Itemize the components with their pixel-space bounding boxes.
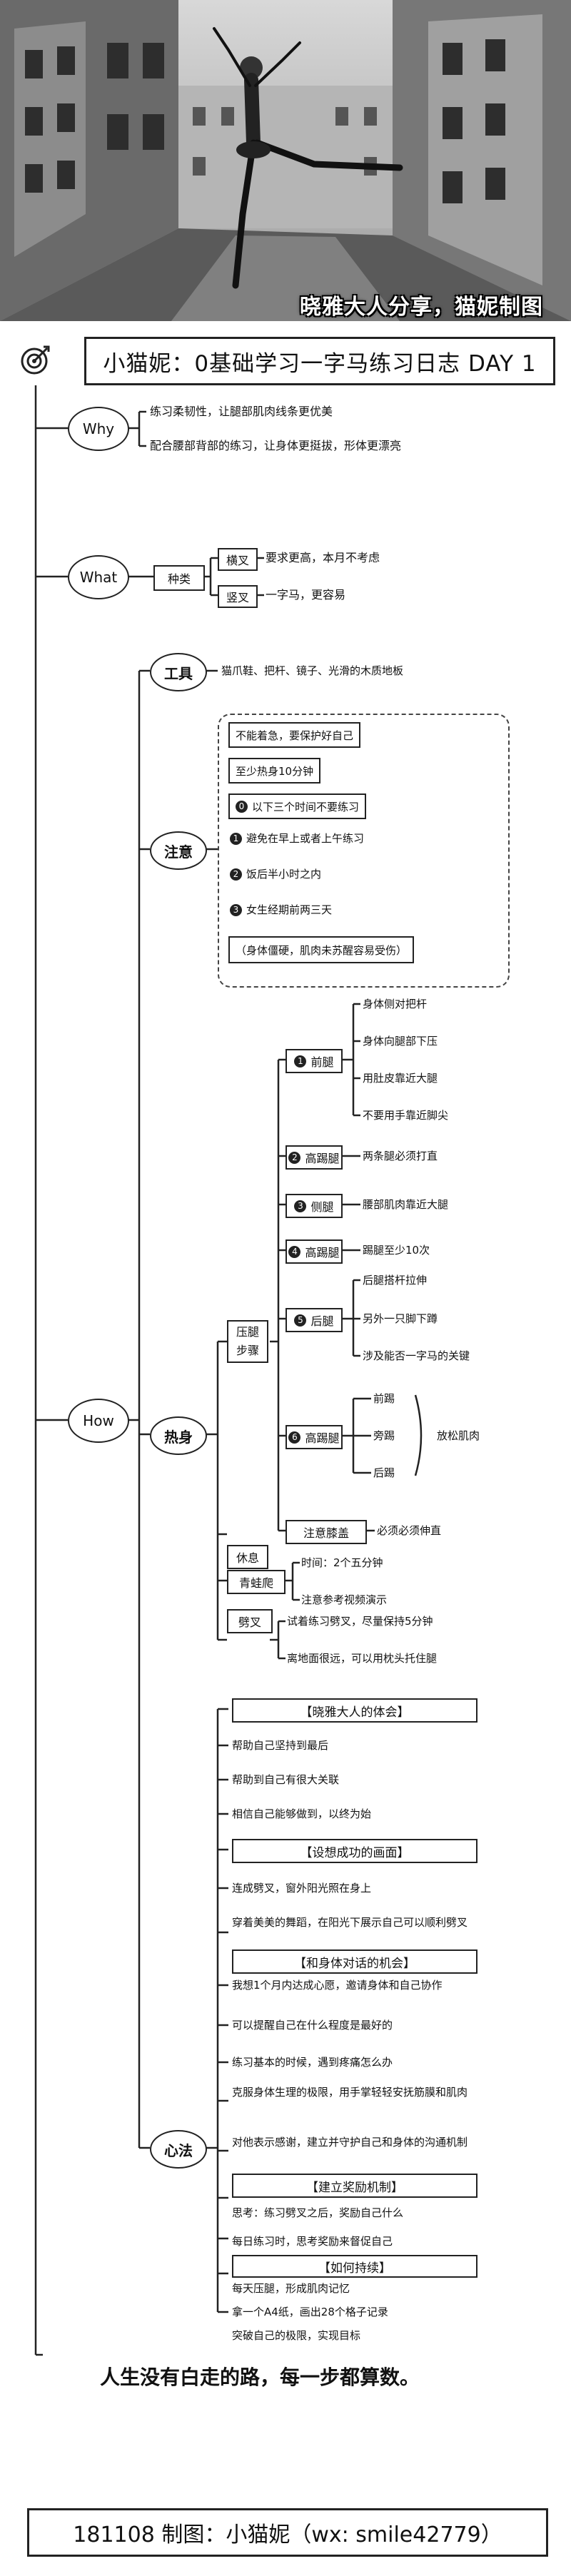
node-mind: 心法 — [150, 2130, 207, 2169]
step-5-detail-1: 后腿搭杆拉伸 — [363, 1274, 428, 1287]
step-5-detail-2: 另外一只脚下蹲 — [363, 1312, 438, 1325]
closing-quote: 人生没有白走的路，每一步都算数。 — [100, 2365, 420, 2389]
mind-3-item-1: 我想1个月内达成心愿，邀请身体和自己协作 — [232, 1979, 443, 1992]
node-why: Why — [68, 407, 129, 451]
step-1-detail-2: 身体向腿部下压 — [363, 1035, 438, 1048]
tools-text: 猫爪鞋、把杆、镜子、光滑的木质地板 — [221, 664, 404, 677]
node-rest: 休息 — [227, 1545, 268, 1569]
page-title: 小猫妮：0基础学习一字马练习日志 DAY 1 — [84, 337, 555, 385]
split-item-1: 试着练习劈叉，尽量保持5分钟 — [287, 1615, 433, 1628]
step-6-note: 放松肌肉 — [437, 1429, 480, 1442]
note-reason: （身体僵硬，肌肉未苏醒容易受伤） — [228, 936, 415, 963]
warn-num: 0 — [236, 800, 248, 813]
banner-caption: 晓雅大人分享，猫妮制图 — [300, 295, 543, 320]
mind-5-item-3: 突破自己的极限，实现目标 — [232, 2329, 361, 2342]
mind-5-item-2: 拿一个A4纸，画出28个格子记录 — [232, 2306, 388, 2318]
knee-note: 注意膝盖 — [286, 1520, 367, 1544]
mind-heading-2: 【设想成功的画面】 — [232, 1839, 477, 1863]
step-4-detail: 踢腿至少10次 — [363, 1244, 430, 1257]
why-line-1: 练习柔韧性，让腿部肌肉线条更优美 — [150, 405, 333, 418]
note-warmup: 至少热身10分钟 — [228, 758, 321, 784]
mind-heading-4: 【建立奖励机制】 — [232, 2174, 477, 2198]
mind-5-item-1: 每天压腿，形成肌肉记忆 — [232, 2282, 350, 2295]
node-what: What — [68, 555, 129, 599]
note-warn: 0 以下三个时间不要练习 — [228, 793, 367, 819]
node-press-steps: 压腿步骤 — [227, 1320, 268, 1363]
kind-horizontal-desc: 要求更高，本月不考虑 — [266, 551, 380, 564]
mind-1-item-2: 帮助到自己有很大关联 — [232, 1773, 340, 1786]
mind-3-item-5: 对他表示感谢，建立并守护自己和身体的沟通机制 — [232, 2136, 468, 2149]
node-split: 劈叉 — [227, 1609, 273, 1633]
step-6-detail-1: 前踢 — [373, 1392, 395, 1405]
mind-3-item-3: 练习基本的时候，遇到疼痛怎么办 — [232, 2056, 393, 2069]
notes-group — [218, 714, 510, 988]
node-tools: 工具 — [150, 653, 207, 691]
kind-horizontal: 横叉 — [218, 548, 258, 571]
footer-credit: 181108 制图：小猫妮（wx: smile42779） — [27, 2508, 548, 2557]
step-2-detail: 两条腿必须打直 — [363, 1150, 438, 1162]
mind-4-item-2: 每日练习时，思考奖励来督促自己 — [232, 2235, 393, 2248]
step-6-detail-3: 后踢 — [373, 1466, 395, 1479]
kind-vertical-desc: 一字马，更容易 — [266, 588, 346, 602]
why-line-2: 配合腰部背部的练习，让身体更挺拔，形体更漂亮 — [150, 439, 402, 452]
note-warn-text: 以下三个时间不要练习 — [252, 800, 360, 813]
node-kinds: 种类 — [153, 565, 205, 591]
step-1-detail-4: 不要用手靠近脚尖 — [363, 1109, 449, 1122]
split-item-2: 离地面很远，可以用枕头托住腿 — [287, 1652, 438, 1665]
frog-item-1: 时间：2个五分钟 — [301, 1556, 383, 1569]
node-warmup: 热身 — [150, 1416, 207, 1455]
node-how: How — [68, 1399, 129, 1443]
step-1-detail-3: 用肚皮靠近大腿 — [363, 1072, 438, 1085]
mind-2-item-2: 穿着美美的舞蹈，在阳光下展示自己可以顺利劈叉 — [232, 1916, 468, 1929]
step-6-detail-2: 旁踢 — [373, 1429, 395, 1442]
banner-image: 晓雅大人分享，猫妮制图 — [0, 0, 571, 321]
mind-4-item-1: 思考：练习劈叉之后，奖励自己什么 — [232, 2206, 404, 2219]
node-notes: 注意 — [150, 831, 207, 870]
mind-heading-1: 【晓雅大人的体会】 — [232, 1698, 477, 1723]
mind-heading-5: 【如何持续】 — [232, 2255, 477, 2278]
step-5-detail-3: 涉及能否一字马的关键 — [363, 1349, 470, 1362]
mind-3-item-2: 可以提醒自己在什么程度是最好的 — [232, 2019, 393, 2032]
step-3-detail: 腰部肌肉靠近大腿 — [363, 1198, 449, 1211]
frog-item-2: 注意参考视频演示 — [301, 1593, 388, 1606]
mind-heading-3: 【和身体对话的机会】 — [232, 1949, 477, 1974]
mind-2-item-1: 连成劈叉，窗外阳光照在身上 — [232, 1882, 372, 1895]
target-icon — [21, 345, 50, 375]
step-1-detail-1: 身体侧对把杆 — [363, 998, 428, 1010]
node-frog: 青蛙爬 — [227, 1570, 286, 1594]
mind-1-item-3: 相信自己能够做到，以终为始 — [232, 1807, 372, 1820]
knee-text: 必须必须伸直 — [377, 1524, 442, 1537]
note-no-rush: 不能着急，要保护好自己 — [228, 722, 361, 748]
mind-1-item-1: 帮助自己坚持到最后 — [232, 1739, 329, 1752]
mind-3-item-4: 克服身体生理的极限，用手掌轻轻安抚筋膜和肌肉 — [232, 2086, 468, 2099]
kind-vertical: 竖叉 — [218, 585, 258, 608]
